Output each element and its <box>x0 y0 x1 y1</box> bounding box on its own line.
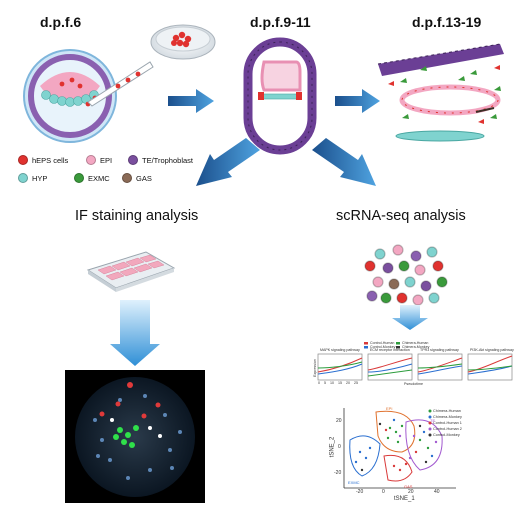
tsne-xlabel: tSNE_1 <box>394 496 415 502</box>
panel-title-1: MAPK signaling pathway <box>320 348 360 352</box>
legend-label: GAS <box>136 173 152 183</box>
cluster-label-epi: EPI <box>386 406 393 411</box>
heps-swatch <box>18 155 28 165</box>
tsne-ytick-2: 0 <box>338 444 341 450</box>
tsne-labels: tSNE_1 tSNE_2 -20 0 20 40 20 0 -20 Chime… <box>329 404 462 504</box>
cluster-label-gas: GAS <box>404 484 413 489</box>
tick: 25 <box>354 381 358 385</box>
arrow-to-if <box>196 138 260 186</box>
panel-legend-1: Control-Human <box>370 341 395 345</box>
panel-legend-4: Chimera-Monkey <box>402 345 430 349</box>
tsne-legend-item: Control-Human 2 <box>433 427 462 431</box>
tsne-ytick-1: 20 <box>336 418 342 424</box>
tsne-legend-item: Chimera-Monkey <box>433 415 462 419</box>
tsne-legend-item: Control-Monkey <box>433 433 460 437</box>
tick: 20 <box>346 381 350 385</box>
blastocyst-embryo <box>23 49 154 143</box>
gas-swatch <box>122 173 132 183</box>
panel-title-2: ECM receptor interaction <box>370 348 410 352</box>
tsne-ylabel: tSNE_2 <box>329 436 336 458</box>
tsne-legend-item: Chimera-Human <box>433 409 461 413</box>
legend-item-epi: EPI <box>86 155 112 165</box>
exmc-swatch <box>74 173 84 183</box>
panel-legend-3: Control-Monkey <box>370 345 396 349</box>
tsne-plot <box>343 408 456 489</box>
late-embryo-tissues <box>377 43 504 142</box>
panel-title-4: PI3K-Akt signaling pathway <box>470 348 514 352</box>
line-panel-labels: MAPK signaling pathway ECM receptor inte… <box>313 336 518 396</box>
petri-dish <box>150 24 216 60</box>
tick: 15 <box>338 381 342 385</box>
panel-title-3: TPR3 signaling pathway <box>420 348 459 352</box>
epi-swatch <box>86 155 96 165</box>
te-swatch <box>128 155 138 165</box>
well-plate <box>86 251 176 292</box>
dissociated-cells <box>364 244 448 306</box>
legend-item-hyp: HYP <box>18 173 47 183</box>
if-staining-image <box>65 370 205 503</box>
hyp-swatch <box>18 173 28 183</box>
arrow-stage-1-to-2 <box>168 89 214 113</box>
stage-1-title: d.p.f.6 <box>40 14 82 30</box>
tsne-xtick-1: -20 <box>356 489 364 495</box>
arrow-stage-2-to-3 <box>335 89 380 113</box>
legend-item-heps: hEPS cells <box>18 155 68 165</box>
scrna-section-title: scRNA-seq analysis <box>336 208 466 224</box>
panel-xlabel: Pseudotime <box>404 382 423 386</box>
legend-label: HYP <box>32 173 48 183</box>
panel-ylabel: Expression <box>312 359 317 377</box>
stage-3-title: d.p.f.13-19 <box>412 14 482 30</box>
panel-legend-2: Chimera-Human <box>402 341 429 345</box>
legend-item-exmc: EXMC <box>74 173 110 183</box>
tsne-xtick-3: 20 <box>408 489 414 495</box>
legend-label: hEPS cells <box>32 155 69 165</box>
tsne-legend: Chimera-Human Chimera-Monkey Control-Hum… <box>433 408 462 438</box>
tsne-ytick-3: -20 <box>334 470 342 476</box>
tsne-xtick-4: 40 <box>434 489 440 495</box>
cluster-label-te: TE <box>430 418 436 423</box>
cluster-label-exmc: EXMC <box>348 480 360 485</box>
panel-legend-markers <box>364 342 400 349</box>
legend-label: EPI <box>100 155 113 165</box>
legend-item-te: TE/Trophoblast <box>128 155 193 165</box>
arrow-to-scrna <box>312 138 376 186</box>
tsne-legend-item: Control-Human 1 <box>433 421 462 425</box>
tsne-legend-markers <box>428 409 432 437</box>
legend-label: EXMC <box>88 173 110 183</box>
legend-label: TE/Trophoblast <box>142 155 193 165</box>
legend-item-gas: GAS <box>122 173 152 183</box>
arrow-down-scrna <box>392 305 428 330</box>
tick: 10 <box>330 381 334 385</box>
post-implantation-embryo <box>243 37 317 155</box>
if-section-title: IF staining analysis <box>75 208 199 224</box>
tick: 5 <box>324 381 326 385</box>
stage-2-title: d.p.f.9-11 <box>250 14 311 30</box>
tsne-xtick-2: 0 <box>382 489 385 495</box>
pathway-line-panels <box>317 353 513 381</box>
arrow-down-if <box>110 300 160 366</box>
tick: 0 <box>318 381 320 385</box>
